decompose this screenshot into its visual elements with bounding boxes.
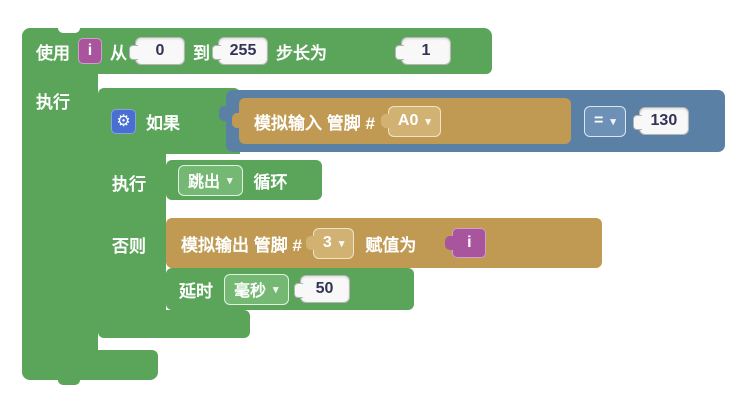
- delay-label: 延时: [179, 281, 213, 301]
- if-foot[interactable]: [98, 310, 250, 338]
- dropdown-value: 跳出: [188, 174, 221, 191]
- step-value-field[interactable]: 1: [395, 37, 451, 65]
- dropdown-arrow-icon: ▾: [273, 283, 279, 296]
- delay-unit-dropdown[interactable]: 毫秒 ▾: [225, 274, 288, 304]
- analog-write-pin-dropdown[interactable]: 3 ▾: [305, 228, 354, 258]
- for-loop-spine[interactable]: [22, 73, 98, 350]
- analog-read-pin-dropdown[interactable]: A0 ▾: [380, 106, 440, 136]
- analog-write-label: 模拟输出 管脚 #: [181, 235, 302, 255]
- break-type-dropdown[interactable]: 跳出 ▾: [179, 165, 242, 195]
- top-notch: [58, 28, 80, 33]
- delay-block[interactable]: 延时 毫秒 ▾ 50: [166, 268, 414, 310]
- bottom-bump: [58, 380, 80, 385]
- variable-value-block[interactable]: i: [445, 228, 487, 258]
- break-block[interactable]: 跳出 ▾ 循环: [166, 160, 322, 200]
- loop-variable-chip[interactable]: i: [78, 38, 102, 64]
- dropdown-arrow-icon: ▾: [338, 237, 345, 250]
- if-label: 如果: [146, 113, 180, 133]
- if-do-label: 执行: [112, 175, 146, 194]
- for-to-label: 到: [193, 43, 210, 63]
- analog-write-block[interactable]: 模拟输出 管脚 # 3 ▾ 赋值为 i: [166, 218, 602, 268]
- if-spine[interactable]: [98, 153, 166, 311]
- dropdown-value: A0: [397, 112, 419, 129]
- for-from-label: 从: [110, 43, 127, 63]
- from-value-field[interactable]: 0: [129, 37, 185, 65]
- operator-dropdown[interactable]: = ▾: [585, 106, 625, 136]
- dropdown-value: 3: [322, 234, 332, 251]
- if-header[interactable]: ⚙ 如果: [98, 88, 240, 154]
- for-loop-header[interactable]: 使用 i 从 0 到 255 步长为 1: [22, 28, 492, 74]
- for-step-label: 步长为: [276, 43, 327, 63]
- analog-read-block[interactable]: 模拟输入 管脚 # A0 ▾: [232, 98, 571, 144]
- analog-read-label: 模拟输入 管脚 #: [254, 113, 375, 133]
- if-else-label: 否则: [112, 237, 146, 256]
- for-use-label: 使用: [36, 43, 70, 63]
- compare-value-field[interactable]: 130: [632, 107, 689, 135]
- dropdown-arrow-icon: ▾: [425, 115, 431, 128]
- delay-value-field[interactable]: 50: [293, 275, 350, 303]
- for-do-label: 执行: [36, 93, 70, 112]
- dropdown-value: 毫秒: [234, 283, 267, 300]
- for-loop-foot[interactable]: [22, 350, 158, 380]
- dropdown-arrow-icon: ▾: [227, 174, 233, 187]
- compare-block[interactable]: 模拟输入 管脚 # A0 ▾ = ▾ 130: [219, 90, 725, 152]
- to-value-field[interactable]: 255: [212, 37, 268, 65]
- break-loop-label: 循环: [253, 172, 288, 192]
- assign-label: 赋值为: [365, 235, 417, 255]
- dropdown-value: =: [594, 112, 604, 129]
- dropdown-arrow-icon: ▾: [610, 115, 616, 128]
- mutator-gear-icon[interactable]: ⚙: [111, 108, 136, 134]
